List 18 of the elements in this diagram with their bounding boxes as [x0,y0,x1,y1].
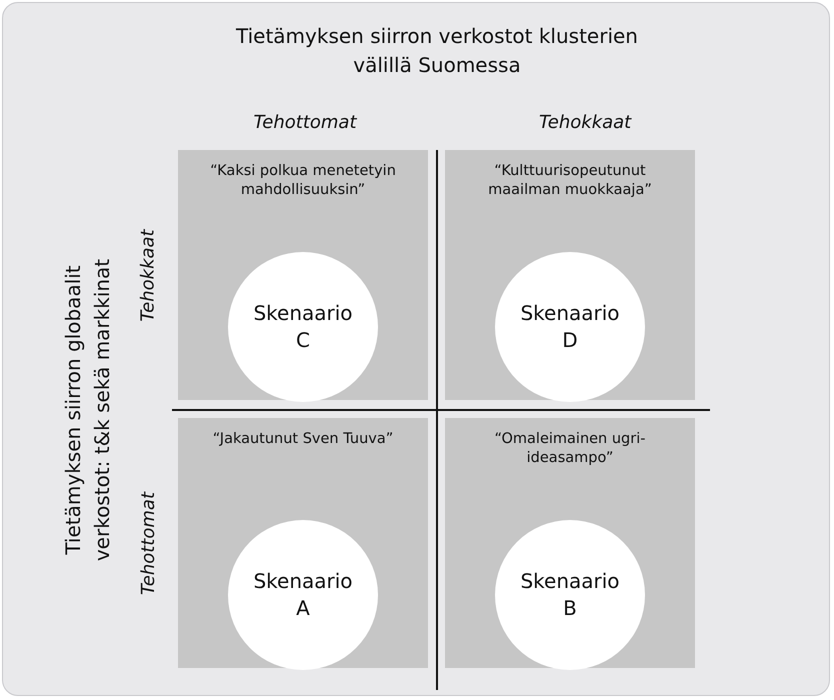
axis-category-label: Tehokkaat [138,228,159,322]
axis-category-label: Tehokkaat [539,112,632,132]
axis-category-label: Tehottomat [138,491,159,595]
quadrant-box [178,418,428,668]
axis-category-label: Tehottomat [254,112,357,132]
diagram-title: Tietämyksen siirron verkostot klusterien välillä Suomessa [235,23,639,79]
scenario-label: Skenaario C [252,300,354,354]
scenario-quote: “Omaleimainen ugri-ideasampo” [494,430,646,468]
scenario-label: Skenaario B [519,568,621,622]
scenario-quote: “Kulttuurisopeutunut maailman muokkaaja” [487,162,653,200]
scenario-quote: “Kaksi polkua menetetyin mahdollisuuksin” [209,162,397,200]
quadrant-box [445,418,695,668]
quadrant-box [445,150,695,400]
scenario-label: Skenaario A [252,568,354,622]
scenario-quote: “Jakautunut Sven Tuuva” [212,430,394,449]
axis-title: Tietämyksen siirron globaalit verkostot: t&k sekä markkinat [60,258,115,564]
quadrant-box [178,150,428,400]
scenario-label: Skenaario D [519,300,621,354]
